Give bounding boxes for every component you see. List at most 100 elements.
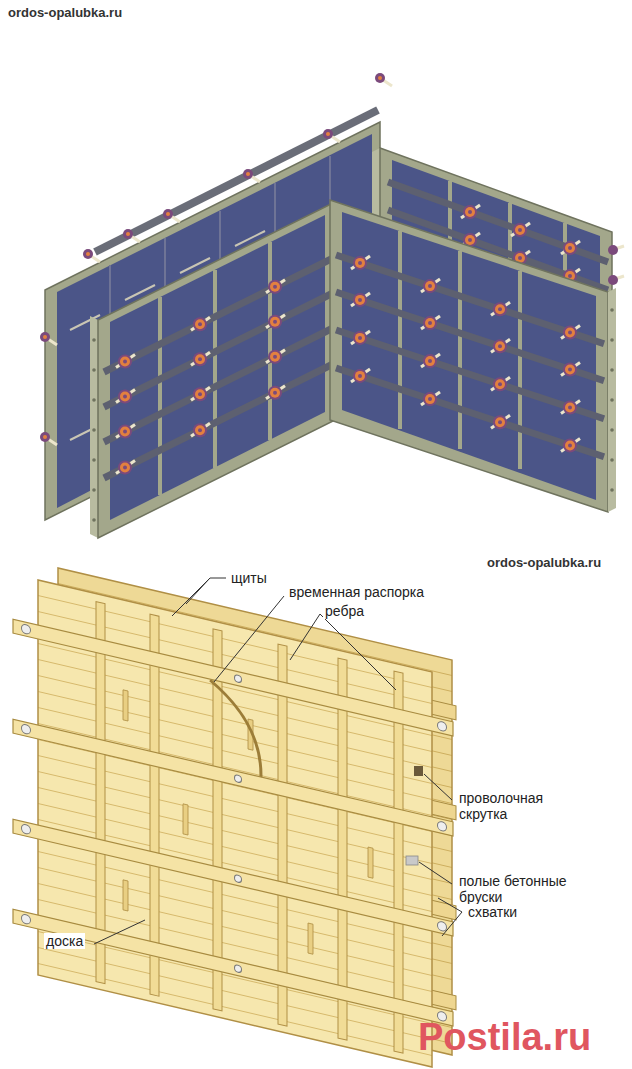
drawing-use: [266, 386, 285, 400]
drawing-use: [421, 354, 440, 368]
drawing-circle: [22, 824, 31, 835]
drawing-rect: [13, 819, 453, 936]
drawing-use: [123, 229, 140, 242]
drawing-circle: [438, 721, 447, 732]
drawing-use: [561, 363, 580, 377]
drawing-line: [419, 862, 452, 884]
drawing-use: [116, 355, 135, 369]
drawing-rect: [338, 658, 347, 1040]
drawing-use: [375, 73, 392, 86]
drawing-polygon: [342, 212, 596, 500]
drawing-use: [116, 390, 135, 404]
drawing-rect: [414, 766, 423, 776]
drawing-rect: [278, 644, 287, 1026]
drawing-use: [243, 169, 260, 182]
drawing-use: [323, 129, 340, 142]
drawing-circle: [22, 914, 31, 925]
part-label: щиты: [229, 570, 269, 586]
drawing-g: [92, 338, 96, 522]
drawing-line: [94, 920, 145, 944]
drawing-line: [442, 912, 462, 936]
drawing-line: [458, 251, 462, 449]
drawing-line: [158, 297, 162, 495]
drawing-line: [214, 596, 284, 682]
drawing-use: [351, 256, 370, 270]
drawing-line: [104, 363, 335, 478]
drawing-line: [104, 292, 335, 407]
drawing-use: [491, 377, 510, 391]
drawing-use: [40, 432, 57, 445]
drawing-use: [266, 280, 285, 294]
drawing-use: [461, 205, 480, 219]
drawing-circle: [438, 921, 447, 932]
drawing-circle: [92, 368, 96, 372]
drawing-polygon: [90, 316, 98, 538]
drawing-line: [336, 255, 604, 344]
drawing-circle: [610, 398, 614, 402]
metal-formwork: [40, 73, 624, 538]
drawing-use: [491, 415, 510, 429]
drawing-line: [336, 368, 604, 457]
drawing-circle: [608, 275, 618, 285]
drawing-rect: [150, 614, 159, 996]
drawing-polygon: [330, 200, 608, 512]
part-label: временная распорка: [287, 584, 426, 600]
part-label: ребра: [323, 603, 366, 619]
part-label: полые бетонные бруски: [457, 873, 601, 905]
drawing-use: [561, 241, 580, 255]
drawing-rect: [13, 719, 453, 836]
drawing-use: [351, 369, 370, 383]
drawing-circle: [22, 724, 31, 735]
drawing-polygon: [98, 202, 335, 538]
drawing-rect: [13, 619, 453, 736]
drawing-use: [116, 425, 135, 439]
drawing-use: [421, 316, 440, 330]
drawing-use: [421, 392, 440, 406]
drawing-rect: [96, 602, 105, 984]
drawing-circle: [92, 428, 96, 432]
drawing-circle: [438, 821, 447, 832]
drawing-line: [290, 614, 320, 660]
drawing-line: [104, 257, 335, 372]
drawing-g: [336, 255, 604, 457]
drawing-line: [336, 330, 604, 419]
part-label: доска: [44, 933, 85, 949]
drawing-g: [104, 257, 335, 478]
wooden-formwork: [13, 566, 456, 1069]
drawing-circle: [235, 674, 242, 683]
drawing-line: [398, 231, 402, 429]
drawing-use: [511, 223, 530, 237]
drawing-circle: [235, 774, 242, 783]
drawing-g: [13, 619, 453, 1026]
drawing-use: [163, 209, 180, 222]
drawing-polygon: [608, 288, 616, 512]
drawing-rect: [13, 909, 453, 1026]
drawing-use: [266, 350, 285, 364]
drawing-use: [561, 439, 580, 453]
drawing-g: [22, 624, 447, 1022]
drawing-use: [421, 279, 440, 293]
drawing-circle: [610, 428, 614, 432]
drawing-use: [191, 352, 210, 366]
drawing-line: [268, 242, 272, 440]
drawing-use: [561, 326, 580, 340]
watermark: ordos-opalubka.ru: [487, 556, 601, 571]
watermark: ordos-opalubka.ru: [8, 6, 122, 21]
drawing-rect: [183, 804, 188, 835]
drawing-circle: [608, 245, 618, 255]
drawing-use: [561, 401, 580, 415]
drawing-line: [213, 270, 217, 468]
logo-text: Postila.ru: [418, 1016, 591, 1060]
drawing-g: [13, 574, 453, 1069]
drawing-g: [96, 602, 403, 1054]
drawing-circle: [235, 964, 242, 973]
drawing-use: [83, 249, 100, 262]
drawing-rect: [308, 923, 313, 954]
drawing-use: [351, 331, 370, 345]
part-label: проволочная скрутка: [457, 790, 581, 822]
drawing-circle: [610, 488, 614, 492]
drawing-line: [320, 614, 396, 690]
drawing-circle: [610, 338, 614, 342]
